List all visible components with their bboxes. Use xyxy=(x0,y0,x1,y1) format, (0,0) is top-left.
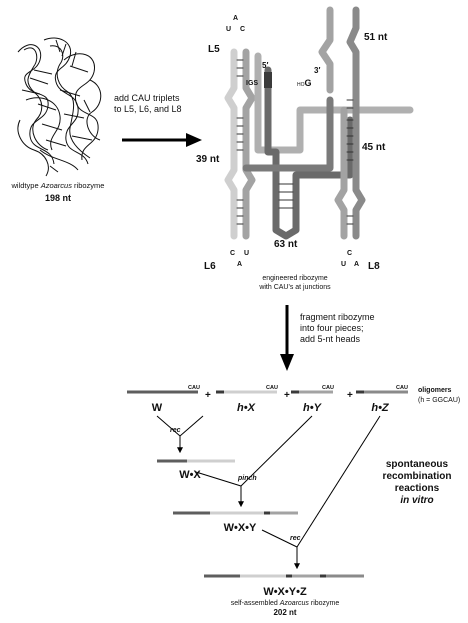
length-label-39nt: 39 nt xyxy=(196,154,220,165)
strand-z-left xyxy=(334,106,348,240)
strand-x xyxy=(242,48,256,240)
igs-label: IGS xyxy=(246,80,258,87)
engineered-caption-line1: engineered ribozyme xyxy=(262,275,327,282)
strand-crossover xyxy=(242,96,334,172)
engineered-caption-line2: with CAU's at junctions xyxy=(258,284,331,291)
wildtype-label: wildtype Azoarcus ribozyme xyxy=(11,181,105,190)
fragment-hy-label: h•Y xyxy=(303,402,323,414)
fragment-hx: CAU xyxy=(216,385,278,394)
svg-text:CAU: CAU xyxy=(396,385,408,391)
strand-z-right xyxy=(346,6,366,240)
l8-base-a: A xyxy=(354,261,359,268)
strand-y-top xyxy=(254,52,414,154)
svg-text:CAU: CAU xyxy=(188,385,200,391)
spontaneous-line2: recombination xyxy=(383,471,452,482)
engineered-ribozyme-structure xyxy=(224,6,414,240)
stem-l-ticks xyxy=(236,59,244,225)
fragment-hx-label: h•X xyxy=(237,402,256,414)
pinch-line-y xyxy=(240,415,313,487)
rec2-line-wxy xyxy=(261,529,298,548)
length-label-45nt: 45 nt xyxy=(362,142,386,153)
product-wxyz-label: W•X•Y•Z xyxy=(263,586,307,598)
assembled-length: 202 nt xyxy=(273,608,296,617)
l5-base-c: C xyxy=(240,26,245,33)
l5-base-u: U xyxy=(226,26,231,33)
pinch-line-wx xyxy=(195,471,242,487)
svg-text:CAU: CAU xyxy=(266,385,278,391)
length-label-63nt: 63 nt xyxy=(274,239,298,250)
wildtype-ribozyme-structure xyxy=(17,37,102,177)
assembled-caption: self-assembled Azoarcus ribozyme xyxy=(231,600,340,607)
strand-w xyxy=(224,48,238,240)
pinch-label: pinch xyxy=(237,475,257,482)
loop-label-l8: L8 xyxy=(368,261,380,272)
rec1-label: rec xyxy=(170,427,181,434)
fragment-hy: CAU xyxy=(291,385,334,394)
fragment-hz: CAU xyxy=(356,385,408,394)
three-prime-label: 3′ xyxy=(314,66,320,75)
l8-base-c: C xyxy=(347,250,352,257)
spontaneous-line4: in vitro xyxy=(400,495,433,506)
step2-text-line1: fragment ribozyme xyxy=(300,312,375,322)
l6-base-a: A xyxy=(237,261,242,268)
step1-text-line1: add CAU triplets xyxy=(114,93,180,103)
h-definition: (h = GGCAU) xyxy=(418,397,460,404)
fragment-hz-label: h•Z xyxy=(371,402,390,414)
igs-block xyxy=(264,72,272,88)
l6-base-c: C xyxy=(230,250,235,257)
hog-label: HOG xyxy=(297,78,312,88)
product-wxy-label: W•X•Y xyxy=(224,522,257,534)
step2-text-line2: into four pieces; xyxy=(300,323,364,333)
plus-1: + xyxy=(205,390,211,401)
stem-c-ticks xyxy=(278,183,294,209)
spontaneous-line3: reactions xyxy=(395,483,440,494)
loop-label-l5: L5 xyxy=(208,44,220,55)
plus-3: + xyxy=(347,390,353,401)
wildtype-length: 198 nt xyxy=(45,193,71,203)
fragment-w: CAU xyxy=(127,385,200,394)
step1-text-line2: to L5, L6, and L8 xyxy=(114,104,182,114)
fragment-w-label: W xyxy=(152,402,163,414)
strand-y xyxy=(264,66,354,240)
spontaneous-line1: spontaneous xyxy=(386,459,449,470)
svg-text:CAU: CAU xyxy=(322,385,334,391)
l6-base-u: U xyxy=(244,250,249,257)
oligomers-label: oligomers xyxy=(418,387,452,394)
step2-arrow-head xyxy=(280,354,294,371)
l8-base-u: U xyxy=(341,261,346,268)
l5-base-a: A xyxy=(233,15,238,22)
rec2-line-z xyxy=(296,415,381,548)
step2-text-line3: add 5-nt heads xyxy=(300,334,361,344)
product-wx-label: W•X xyxy=(179,469,201,481)
rec2-label: rec xyxy=(290,535,301,542)
stem-r-ticks xyxy=(346,99,354,225)
five-prime-label: 5′ xyxy=(262,61,268,70)
strand-z-top xyxy=(318,6,334,94)
loop-label-l6: L6 xyxy=(204,261,216,272)
plus-2: + xyxy=(284,390,290,401)
reaction-lines xyxy=(156,415,381,570)
step1-arrow-head xyxy=(186,133,202,147)
length-label-51nt: 51 nt xyxy=(364,32,388,43)
